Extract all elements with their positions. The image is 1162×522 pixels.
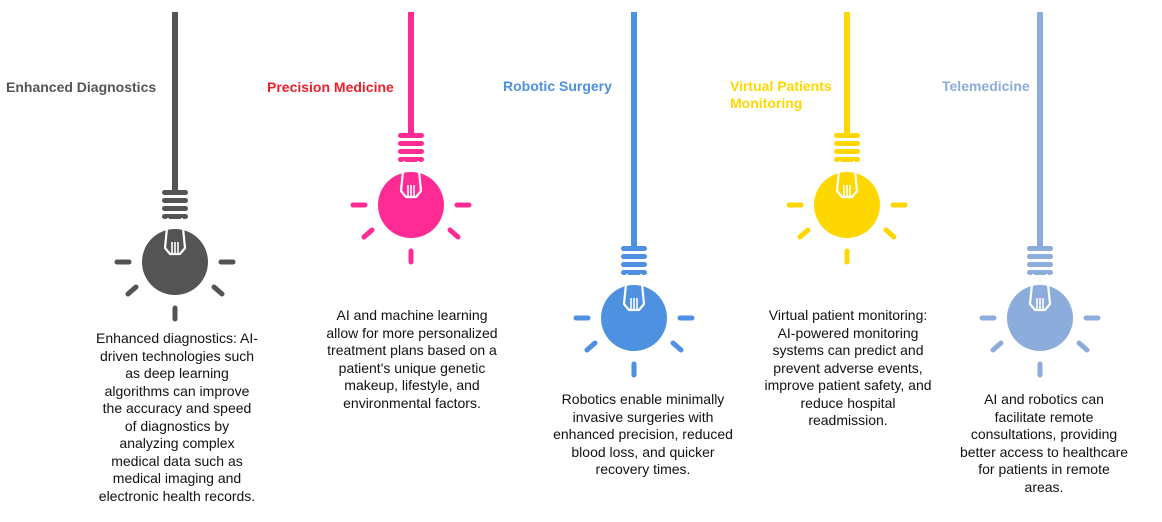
item-title: Virtual Patients Monitoring [730,78,832,111]
item-title: Telemedicine [942,78,1030,94]
item-description: Virtual patient monitoring: AI-powered m… [764,307,932,428]
item-title: Enhanced Diagnostics [6,79,157,95]
item-title: Precision Medicine [267,79,394,95]
item-title: Robotic Surgery [503,78,612,94]
item-description: AI and machine learning allow for more p… [326,307,498,411]
item-description: Enhanced diagnostics: AI-driven technolo… [96,330,258,504]
item-description: Robotics enable minimally invasive surge… [553,391,733,477]
item-description: AI and robotics can facilitate remote co… [959,391,1129,495]
